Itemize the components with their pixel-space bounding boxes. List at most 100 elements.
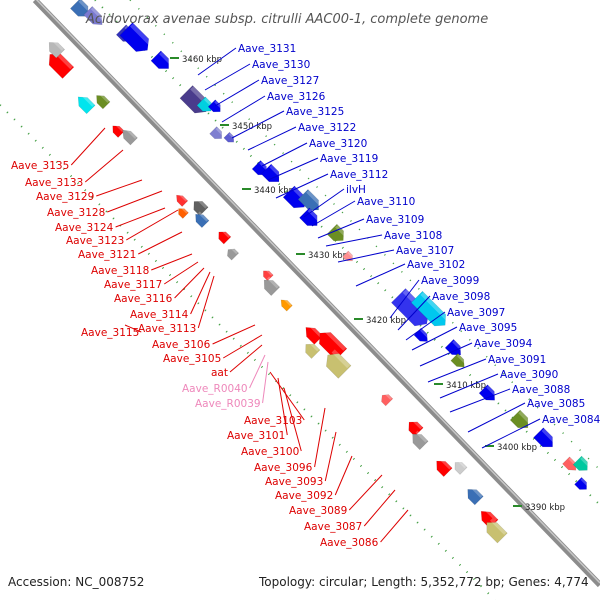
gene-label-aave-3119[interactable]: Aave_3119 bbox=[320, 153, 378, 165]
gene-label-aave-3099[interactable]: Aave_3099 bbox=[421, 275, 479, 287]
label-leader-line bbox=[70, 127, 106, 166]
gene-feature bbox=[342, 250, 355, 262]
gene-feature bbox=[509, 409, 533, 429]
label-leader-line bbox=[151, 253, 193, 271]
gene-label-aave-3087[interactable]: Aave_3087 bbox=[304, 521, 362, 533]
label-leader-line bbox=[115, 207, 166, 228]
gene-label-aave-3108[interactable]: Aave_3108 bbox=[384, 230, 442, 242]
gene-feature bbox=[574, 476, 590, 490]
gene-feature bbox=[176, 193, 189, 207]
gene-label-aave-3117[interactable]: Aave_3117 bbox=[104, 279, 162, 291]
label-leader-line bbox=[212, 324, 256, 345]
gene-feature bbox=[227, 246, 240, 261]
gene-label-aave-3093[interactable]: Aave_3093 bbox=[265, 476, 323, 488]
label-leader-line bbox=[334, 455, 353, 496]
gene-label-aave-3091[interactable]: Aave_3091 bbox=[488, 354, 546, 366]
gene-feature bbox=[119, 22, 154, 52]
gene-label-aave-3135[interactable]: Aave_3135 bbox=[11, 160, 69, 172]
gene-feature bbox=[533, 427, 557, 448]
gene-label-aave-3090[interactable]: Aave_3090 bbox=[500, 369, 558, 381]
gene-feature bbox=[408, 418, 424, 437]
accession-text: Accession: NC_008752 bbox=[8, 575, 144, 589]
topology-summary-text: Topology: circular; Length: 5,352,772 bp… bbox=[258, 575, 589, 589]
gene-label-aave-3133[interactable]: Aave_3133 bbox=[25, 177, 83, 189]
label-leader-line bbox=[277, 377, 288, 436]
gene-label-aave-3128[interactable]: Aave_3128 bbox=[47, 207, 105, 219]
gene-label-aave-3114[interactable]: Aave_3114 bbox=[130, 309, 189, 321]
gene-feature bbox=[467, 485, 484, 506]
gene-label-aat[interactable]: aat bbox=[211, 367, 228, 379]
label-leader-line bbox=[380, 509, 409, 543]
gene-feature bbox=[305, 340, 321, 359]
gene-label-aave-3127[interactable]: Aave_3127 bbox=[261, 75, 319, 87]
label-leader-line bbox=[467, 402, 526, 433]
gene-feature bbox=[207, 99, 224, 113]
label-leader-line bbox=[275, 173, 329, 199]
gene-label-aave-3126[interactable]: Aave_3126 bbox=[267, 91, 326, 103]
kbp-tick-label: 3400 kbp bbox=[497, 443, 537, 453]
gene-label-aave-3102[interactable]: Aave_3102 bbox=[407, 259, 465, 271]
gene-label-aave-3097[interactable]: Aave_3097 bbox=[447, 307, 505, 319]
gene-label-aave-3086[interactable]: Aave_3086 bbox=[320, 537, 379, 549]
gene-label-aave-3105[interactable]: Aave_3105 bbox=[163, 353, 221, 365]
gene-label-aave-3125[interactable]: Aave_3125 bbox=[286, 106, 344, 118]
gene-feature bbox=[572, 455, 591, 471]
label-leader-line bbox=[267, 157, 319, 181]
gene-label-aave-3116[interactable]: Aave_3116 bbox=[114, 293, 173, 305]
gene-label-aave-3130[interactable]: Aave_3130 bbox=[252, 59, 310, 71]
label-leader-line bbox=[355, 263, 406, 287]
gene-label-aave-3120[interactable]: Aave_3120 bbox=[309, 138, 367, 150]
gene-label-aave-3118[interactable]: Aave_3118 bbox=[91, 265, 149, 277]
gene-label-aave-3089[interactable]: Aave_3089 bbox=[289, 505, 347, 517]
gene-feature bbox=[444, 339, 465, 356]
kbp-tick-label: 3440 kbp bbox=[254, 186, 294, 196]
kbp-tick-label: 3410 kbp bbox=[446, 381, 486, 391]
gene-label-aave-3085[interactable]: Aave_3085 bbox=[527, 398, 585, 410]
gene-label-aave-3131[interactable]: Aave_3131 bbox=[238, 43, 296, 55]
gene-label-aave-3094[interactable]: Aave_3094 bbox=[474, 338, 533, 350]
gene-label-aave-3095[interactable]: Aave_3095 bbox=[459, 322, 517, 334]
gene-label-aave-3113[interactable]: Aave_3113 bbox=[138, 323, 196, 335]
label-leader-line bbox=[124, 324, 142, 333]
gene-label-aave-3109[interactable]: Aave_3109 bbox=[366, 214, 424, 226]
gene-label-aave-3123[interactable]: Aave_3123 bbox=[66, 235, 124, 247]
kbp-tick-label: 3450 kbp bbox=[232, 122, 272, 132]
label-leader-line bbox=[397, 295, 431, 331]
inner-guide-track bbox=[0, 104, 496, 600]
gene-feature bbox=[454, 459, 468, 475]
gene-label-aave-3092[interactable]: Aave_3092 bbox=[275, 490, 333, 502]
gene-label-ilvh[interactable]: ilvH bbox=[346, 184, 366, 196]
gene-label-aave-3129[interactable]: Aave_3129 bbox=[36, 191, 94, 203]
gene-feature bbox=[263, 276, 281, 296]
gene-label-aave-3101[interactable]: Aave_3101 bbox=[227, 430, 285, 442]
label-leader-line bbox=[229, 344, 263, 373]
gene-feature bbox=[77, 93, 96, 115]
gene-label-aave-3100[interactable]: Aave_3100 bbox=[241, 446, 299, 458]
gene-label-layer: Aave_3131Aave_3130Aave_3127Aave_3126Aave… bbox=[11, 43, 600, 549]
gene-label-aave-3088[interactable]: Aave_3088 bbox=[512, 384, 570, 396]
gene-label-aave-3084[interactable]: Aave_3084 bbox=[542, 414, 600, 426]
kbp-tick-label: 3460 kbp bbox=[182, 55, 222, 65]
gene-label-aave-3115[interactable]: Aave_3115 bbox=[81, 327, 139, 339]
gene-label-aave-r0039[interactable]: Aave_R0039 bbox=[195, 398, 261, 410]
label-leader-line bbox=[419, 342, 473, 367]
gene-label-aave-3122[interactable]: Aave_3122 bbox=[298, 122, 356, 134]
gene-feature bbox=[48, 38, 66, 59]
gene-feature bbox=[70, 0, 93, 17]
gene-feature bbox=[223, 131, 236, 143]
gene-label-aave-3106[interactable]: Aave_3106 bbox=[152, 339, 211, 351]
gene-label-aave-3124[interactable]: Aave_3124 bbox=[55, 222, 114, 234]
gene-label-aave-r0040[interactable]: Aave_R0040 bbox=[182, 383, 248, 395]
gene-label-aave-3107[interactable]: Aave_3107 bbox=[396, 245, 454, 257]
gene-label-aave-3110[interactable]: Aave_3110 bbox=[357, 196, 415, 208]
gene-label-aave-3098[interactable]: Aave_3098 bbox=[432, 291, 490, 303]
gene-label-aave-3096[interactable]: Aave_3096 bbox=[254, 462, 313, 474]
gene-label-aave-3121[interactable]: Aave_3121 bbox=[78, 249, 136, 261]
label-leader-line bbox=[231, 110, 285, 139]
gene-label-aave-3112[interactable]: Aave_3112 bbox=[330, 169, 388, 181]
gene-feature bbox=[450, 353, 468, 368]
label-leader-line bbox=[449, 388, 511, 413]
label-leader-line bbox=[107, 190, 163, 213]
gene-feature bbox=[436, 457, 453, 477]
gene-label-aave-3103[interactable]: Aave_3103 bbox=[244, 415, 302, 427]
